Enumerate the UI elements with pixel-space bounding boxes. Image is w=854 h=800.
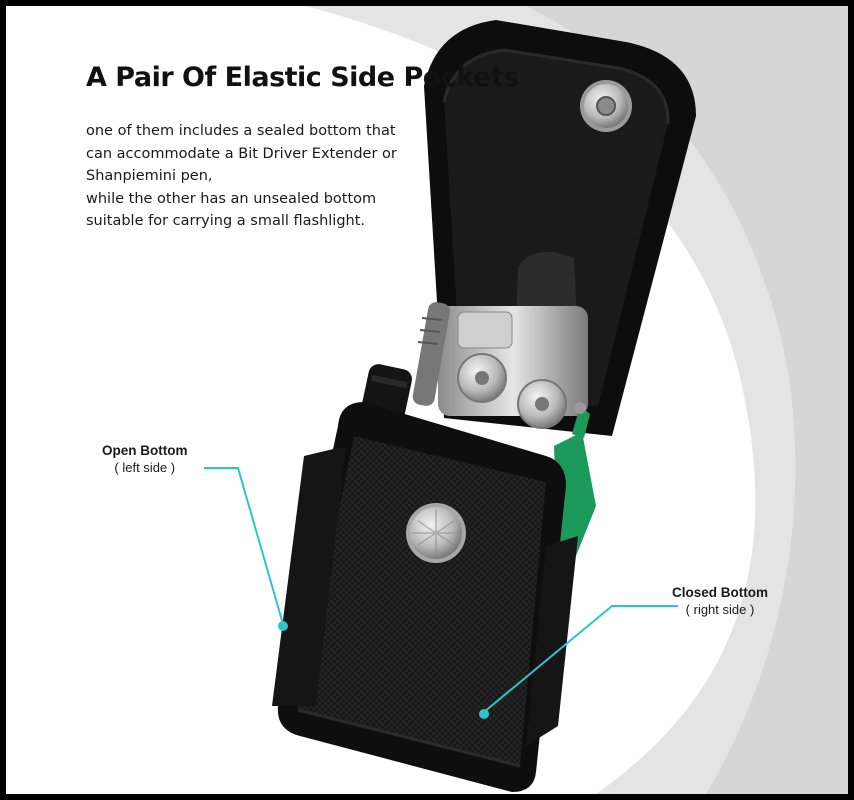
flap-snap-button [580,80,632,132]
description-line: while the other has an unsealed bottom [86,190,377,207]
callout-left-sub: ( left side ) [114,460,176,475]
callout-right-sub: ( right side ) [685,602,755,617]
product-photo [204,6,848,794]
callout-right-label: Closed Bottom [672,585,768,600]
pouch-snap-button [406,503,466,563]
right-side-pocket [526,536,578,746]
multitool [438,306,588,429]
callout-left: Open Bottom ( left side ) [102,442,188,476]
callout-dot-left [278,621,288,631]
description-line: one of them includes a sealed bottom tha… [86,123,396,139]
callout-dot-right [479,709,489,719]
background-arc-inner [526,6,848,794]
description: one of them includes a sealed bottom tha… [86,120,466,233]
callout-left-label: Open Bottom [102,443,188,458]
callout-right: Closed Bottom ( right side ) [672,584,768,618]
background-arc [306,6,848,794]
description-line: can accommodate a Bit Driver Extender or [86,145,397,162]
headline: A Pair Of Elastic Side Pockets [86,62,519,93]
green-pen [554,402,596,566]
left-side-pocket [272,446,346,706]
callout-line-left [204,467,284,625]
callout-line-right [483,605,678,713]
description-line: Shanpiemini pen, [86,168,213,184]
pouch-body [272,402,578,792]
description-line: suitable for carrying a small flashlight… [86,213,366,229]
bit-driver [412,302,450,406]
